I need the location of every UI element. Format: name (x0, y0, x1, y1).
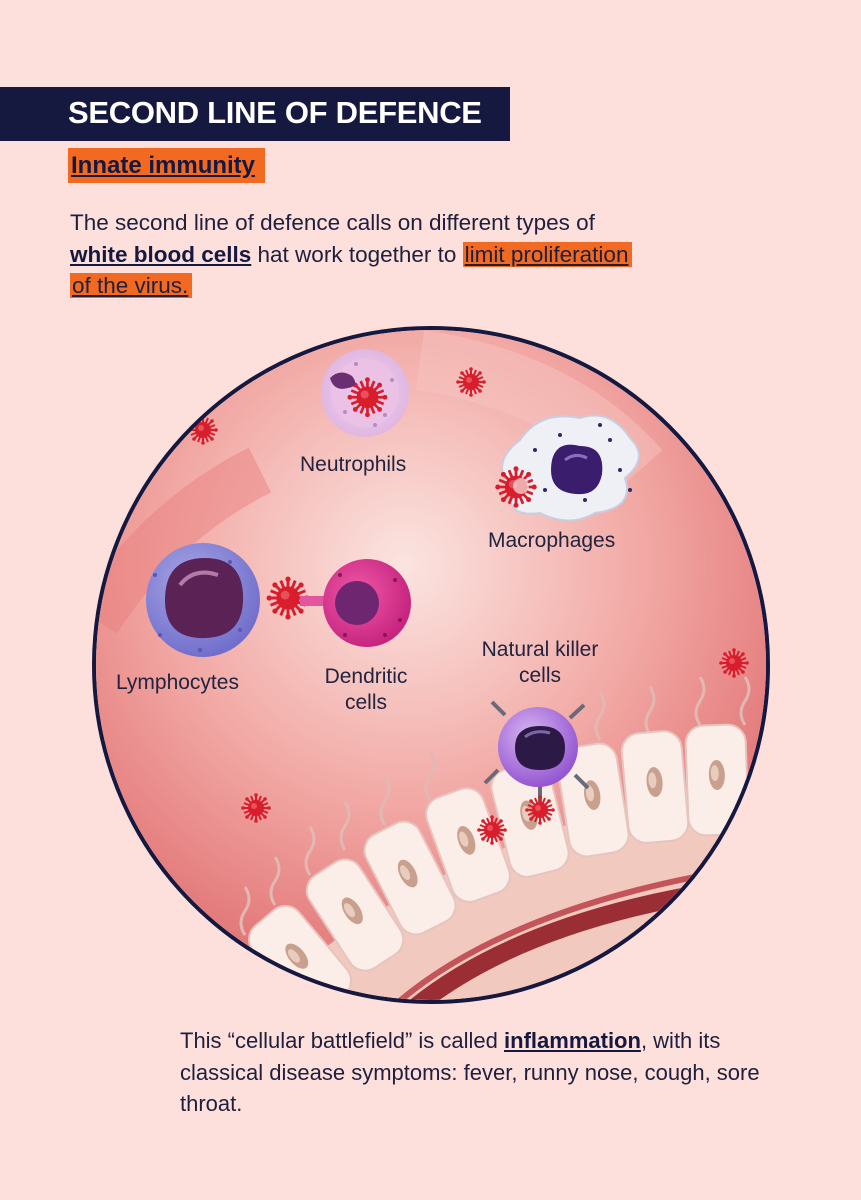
intro-text-1: The second line of defence calls on diff… (70, 210, 595, 235)
page-title: SECOND LINE OF DEFENCE (68, 95, 482, 130)
footer-text-2: , with its classical disease symptoms: f… (180, 1028, 760, 1116)
title-bar (0, 87, 510, 141)
macrophage-cell (493, 414, 640, 522)
footer-paragraph: This “cellular battlefield” is called in… (180, 1025, 800, 1120)
label-neutrophils: Neutrophils (300, 453, 407, 476)
immune-cells-illustration (92, 326, 770, 1004)
dendritic-cell (323, 559, 411, 647)
label-lymphocytes: Lymphocytes (116, 671, 239, 694)
label-nk-line2: cells (518, 664, 561, 687)
natural-killer-cell (483, 700, 590, 826)
label-nk-line1: Natural killer (481, 638, 599, 661)
label-dendritic-cells: Dendritic cells (300, 664, 432, 716)
label-macrophages: Macrophages (488, 529, 616, 552)
intro-bold-term: white blood cells (70, 241, 252, 267)
label-dendritic-line2: cells (344, 691, 387, 714)
intro-highlight-1: limit proliferation (462, 241, 633, 267)
page-subtitle: Innate immunity (68, 148, 266, 183)
footer-text-1: This “cellular battlefield” is called (180, 1028, 505, 1053)
intro-highlight-2: of the virus. (70, 273, 193, 298)
intro-paragraph: The second line of defence calls on diff… (70, 207, 790, 302)
footer-bold-term: inflammation (504, 1028, 641, 1053)
label-dendritic-line1: Dendritic (324, 665, 408, 688)
lymphocyte-cell (146, 543, 260, 657)
label-natural-killer-cells: Natural killer cells (460, 637, 620, 689)
neutrophil-cell (321, 349, 409, 437)
intro-text-2: hat work together to (251, 241, 463, 267)
